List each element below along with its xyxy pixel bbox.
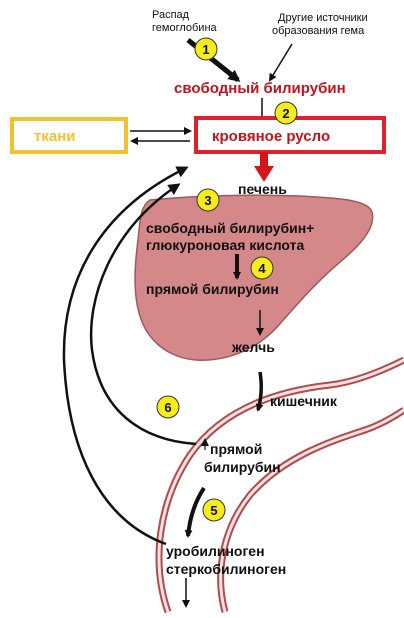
marker-5-label: 5 xyxy=(210,503,217,518)
source-other-line2: образования гема xyxy=(272,25,365,37)
intestine-label: кишечник xyxy=(270,393,338,409)
source-hemoglobin-line2: гемоглобина xyxy=(152,22,218,34)
marker-4-label: 4 xyxy=(258,261,266,276)
intestine-inner-wall-inner xyxy=(219,408,404,613)
arrow-other-sources-to-free-bilirubin xyxy=(268,43,293,82)
bloodstream-label: кровяное русло xyxy=(212,128,330,145)
marker-2-label: 2 xyxy=(282,106,289,121)
arrow-bile-to-intestine xyxy=(255,371,264,412)
marker-1: 1 xyxy=(194,37,218,61)
marker-6-label: 6 xyxy=(164,400,171,415)
urobilinogen-label: уробилиноген xyxy=(166,543,265,559)
conjugation-line2: глюкуроновая кислота xyxy=(146,237,304,253)
liver-label: печень xyxy=(238,181,287,197)
arrow-urobilinogen-return xyxy=(62,166,189,546)
arrow-enterohepatic-return xyxy=(89,183,197,446)
source-other-line1: Другие источники xyxy=(278,12,368,24)
direct-bilirubin-gut-line2: билирубин xyxy=(204,459,281,475)
marker-3-label: 3 xyxy=(204,193,211,208)
marker-5: 5 xyxy=(202,498,226,522)
marker-6: 6 xyxy=(156,395,180,419)
red-arrow-shaft xyxy=(260,152,268,168)
arrow-direct-to-urobilinogen xyxy=(184,486,206,538)
marker-4: 4 xyxy=(250,256,274,280)
source-hemoglobin-line1: Распад xyxy=(152,9,190,21)
tissues-label: ткани xyxy=(34,128,75,145)
conjugation-line1: свободный билирубин+ xyxy=(146,220,314,236)
marker-2: 2 xyxy=(274,101,298,125)
direct-bilirubin-label: прямой билирубин xyxy=(146,281,279,297)
bile-label: желчь xyxy=(231,339,275,355)
direct-bilirubin-gut-line1: прямой xyxy=(210,441,262,457)
marker-3: 3 xyxy=(196,188,220,212)
stercobilinogen-label: стеркобилиноген xyxy=(166,561,286,577)
tissues-box xyxy=(10,117,128,154)
marker-1-label: 1 xyxy=(202,42,209,57)
liver-shape xyxy=(134,194,374,361)
red-arrow-head xyxy=(254,166,274,182)
free-bilirubin-label: свободный билирубин xyxy=(174,80,346,97)
